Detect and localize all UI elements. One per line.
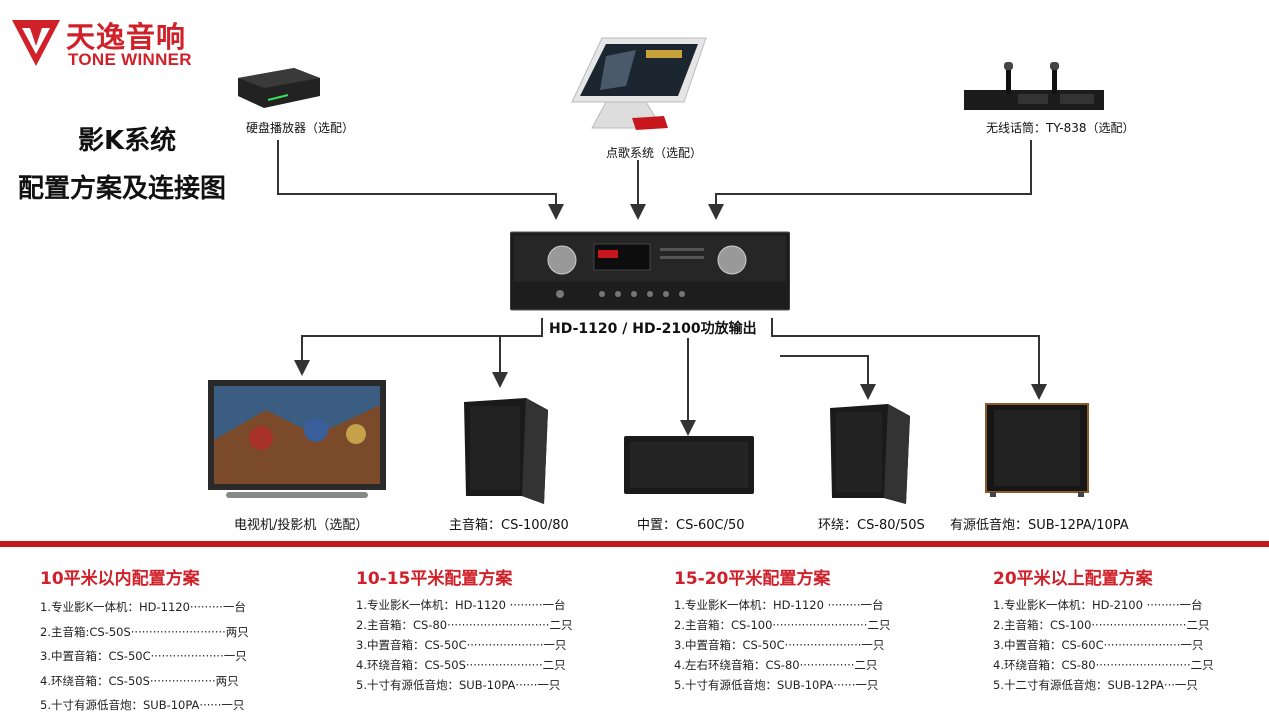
- plan-title: 10平米以内配置方案: [40, 569, 200, 589]
- plan-item: 3.中置音箱：CS-50C····················一只: [40, 649, 247, 663]
- plan-title: 20平米以上配置方案: [993, 569, 1153, 589]
- main-speaker-icon: [464, 398, 548, 504]
- surround-speaker-label: 环绕：CS-80/50S: [818, 518, 925, 533]
- plan-item: 4.环绕音箱：CS-50S·····················二只: [356, 658, 566, 672]
- tv-icon: [208, 380, 386, 498]
- plan-item: 5.十寸有源低音炮：SUB-10PA······一只: [674, 678, 879, 692]
- plan-20sqm-plus: 20平米以上配置方案 1.专业影K一体机：HD-2100 ·········一台…: [993, 564, 1263, 695]
- section-divider: [0, 541, 1269, 547]
- main-speaker-label: 主音箱：CS-100/80: [449, 518, 569, 533]
- plan-item: 4.环绕音箱：CS-80··························二只: [993, 658, 1214, 672]
- plan-item: 2.主音箱：CS-80····························二…: [356, 618, 573, 632]
- plan-10-15sqm: 10-15平米配置方案 1.专业影K一体机：HD-1120 ·········一…: [356, 564, 656, 695]
- karaoke-system-label: 点歌系统（选配）: [606, 146, 703, 160]
- center-speaker-icon: [624, 436, 754, 494]
- amplifier-icon: [510, 231, 790, 311]
- plan-10sqm: 10平米以内配置方案 1.专业影K一体机：HD-1120·········一台 …: [40, 564, 340, 718]
- amplifier-output-label: HD-1120 / HD-2100功放输出: [549, 321, 757, 337]
- plan-item: 5.十寸有源低音炮：SUB-10PA······一只: [356, 678, 561, 692]
- plan-item: 5.十二寸有源低音炮：SUB-12PA···一只: [993, 678, 1198, 692]
- plan-title: 10-15平米配置方案: [356, 569, 513, 589]
- center-speaker-label: 中置：CS-60C/50: [637, 518, 745, 533]
- diagram-title-line1: 影K系统: [78, 126, 177, 156]
- plan-item: 4.环绕音箱：CS-50S··················两只: [40, 673, 239, 688]
- plan-item: 2.主音箱：CS-100··························二只: [674, 618, 891, 632]
- plan-title: 15-20平米配置方案: [674, 569, 831, 589]
- diagram-title-line2: 配置方案及连接图: [18, 174, 227, 204]
- plan-item: 1.专业影K一体机：HD-2100 ·········一台: [993, 598, 1203, 612]
- brand-name-cn: 天逸音响: [66, 20, 187, 54]
- plan-item: 1.专业影K一体机：HD-1120·········一台: [40, 600, 246, 614]
- plan-item: 3.中置音箱：CS-50C·····················一只: [674, 638, 885, 652]
- plan-item: 3.中置音箱：CS-50C·····················一只: [356, 638, 567, 652]
- surround-speaker-icon: [830, 404, 910, 504]
- plan-item: 2.主音箱：CS-100··························二只: [993, 618, 1210, 632]
- plan-15-20sqm: 15-20平米配置方案 1.专业影K一体机：HD-1120 ·········一…: [674, 564, 974, 695]
- wireless-mic-icon: [964, 62, 1104, 110]
- plan-item: 1.专业影K一体机：HD-1120 ·········一台: [356, 598, 566, 612]
- connection-lines: [277, 140, 1047, 436]
- wireless-mic-label: 无线话筒：TY-838（选配）: [986, 121, 1135, 135]
- brand-name-en: TONE WINNER: [68, 50, 192, 69]
- plan-item: 5.十寸有源低音炮：SUB-10PA······一只: [40, 698, 245, 712]
- hdd-player-icon: [238, 68, 320, 108]
- plan-item: 3.中置音箱：CS-60C·····················一只: [993, 638, 1204, 652]
- plan-item: 1.专业影K一体机：HD-1120 ·········一台: [674, 598, 884, 612]
- tv-label: 电视机/投影机（选配）: [234, 518, 369, 533]
- plan-item: 2.主音箱:CS-50S··························两只: [40, 624, 249, 639]
- subwoofer-label: 有源低音炮：SUB-12PA/10PA: [950, 518, 1129, 533]
- tone-winner-logo-icon: [12, 20, 60, 66]
- plan-item: 4.左右环绕音箱：CS-80···············二只: [674, 658, 878, 672]
- karaoke-system-icon: [571, 37, 707, 130]
- subwoofer-icon: [985, 403, 1089, 497]
- hdd-player-label: 硬盘播放器（选配）: [246, 121, 355, 135]
